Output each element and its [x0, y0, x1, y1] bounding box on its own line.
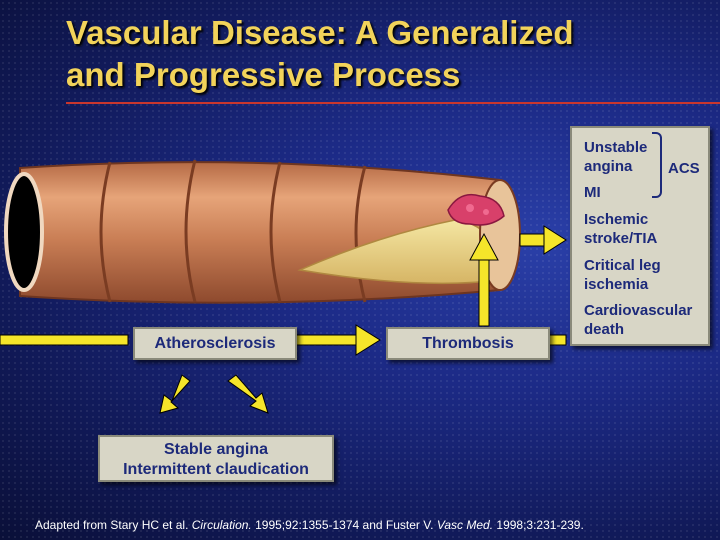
- arrow-down-right-icon: [227, 374, 269, 414]
- arrow-right-outcomes-icon: [543, 225, 567, 255]
- arrow-to-thrombosis-icon: [355, 324, 381, 356]
- arrow-down-left-icon: [159, 374, 191, 414]
- stable-angina-label: Stable angina: [163, 441, 269, 458]
- slide-title: Vascular Disease: A Generalized and Prog…: [66, 12, 706, 96]
- atherosclerosis-label: Atherosclerosis: [133, 327, 297, 360]
- thrombosis-label: Thrombosis: [386, 327, 550, 360]
- title-line-1: Vascular Disease: A Generalized: [66, 14, 574, 51]
- acs-brace: [652, 132, 662, 198]
- stable-angina-box: Stable angina Intermittent claudication: [98, 435, 334, 482]
- outcome-cv-death: Cardiovascular death: [584, 302, 693, 338]
- title-line-2: and Progressive Process: [66, 56, 461, 93]
- outcome-unstable-angina: Unstable angina: [584, 139, 648, 175]
- outcomes-box: Unstable angina MI ACS Ischemic stroke/T…: [570, 126, 710, 346]
- artery-illustration: [4, 159, 521, 304]
- outcome-ischemic-stroke: Ischemic stroke/TIA: [584, 211, 658, 247]
- title-rule: [66, 102, 720, 104]
- outcome-critical-leg-ischemia: Critical leg ischemia: [584, 257, 661, 293]
- arrow-up-icon: [469, 232, 499, 261]
- main-arrow-left: [0, 334, 129, 346]
- intermittent-claudication-label: Intermittent claudication: [123, 461, 309, 478]
- outcome-mi: MI: [584, 184, 601, 201]
- acs-label: ACS: [668, 160, 700, 177]
- citation: Adapted from Stary HC et al. Circulation…: [35, 518, 584, 532]
